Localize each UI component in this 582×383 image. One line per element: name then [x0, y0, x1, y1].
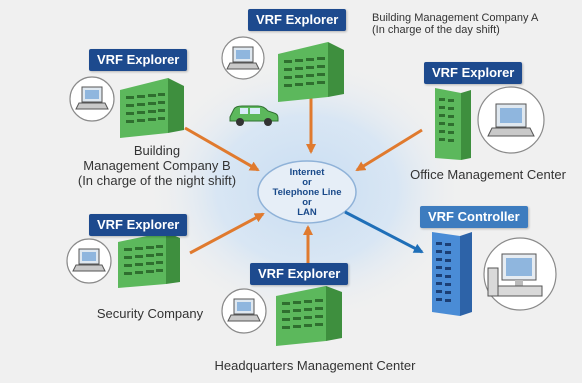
laptop-icon	[66, 238, 112, 284]
vrf-explorer-tag: VRF Explorer	[89, 49, 188, 71]
car-icon	[229, 105, 279, 126]
network-label: Internet or Telephone Line or LAN	[262, 168, 352, 218]
network-label-line: Telephone Line	[272, 187, 342, 198]
laptop-icon	[69, 76, 115, 122]
vrf-explorer-tag: VRF Explorer	[248, 9, 347, 31]
network-label-line: or	[302, 197, 312, 208]
vrf-explorer-tag: VRF Explorer	[89, 214, 188, 236]
company-a-label: Building Management Company A (In charge…	[372, 12, 572, 36]
network-label-line: LAN	[297, 207, 317, 218]
building-icon	[276, 286, 342, 346]
network-cloud	[257, 160, 357, 224]
laptop-icon	[477, 86, 545, 154]
network-label-line: Internet	[289, 167, 325, 178]
company-b-label-line: (In charge of the night shift)	[77, 173, 237, 188]
arrow-controller	[344, 210, 424, 254]
laptop-icon	[221, 288, 267, 334]
vrf-explorer-tag: VRF Explorer	[424, 62, 523, 84]
building-icon	[278, 42, 344, 102]
security-label: Security Company	[96, 306, 204, 321]
arrow-company-b	[184, 126, 260, 172]
vrf-controller-tag: VRF Controller	[420, 206, 528, 228]
laptop-icon	[221, 36, 265, 80]
headquarters-label: Headquarters Management Center	[214, 358, 416, 373]
company-b-label: Building Management Company B (In charge…	[52, 143, 262, 188]
arrow-security	[189, 212, 265, 255]
building-icon	[118, 232, 180, 288]
company-a-label-line: (In charge of the day shift)	[372, 24, 500, 36]
arrow-office	[355, 128, 423, 172]
server-icon	[432, 232, 472, 316]
computer-icon	[483, 237, 557, 311]
company-b-label-line: Management Company B	[83, 158, 231, 173]
building-icon	[120, 78, 184, 138]
company-a-label-line: Building Management Company A	[372, 12, 539, 24]
office-label: Office Management Center	[410, 167, 566, 182]
network-label-line: or	[302, 177, 312, 188]
vrf-explorer-tag: VRF Explorer	[250, 263, 349, 285]
building-icon	[435, 88, 471, 160]
company-b-label-line: Building	[133, 143, 181, 158]
